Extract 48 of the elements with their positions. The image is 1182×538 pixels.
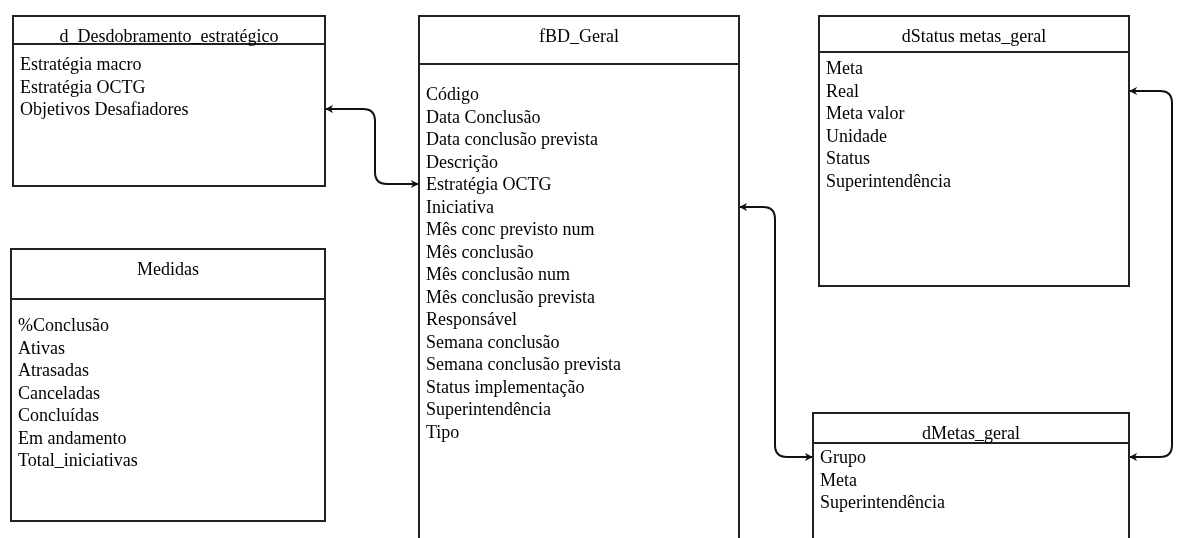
field-name: Semana conclusão prevista [426, 353, 621, 376]
field-name: Concluídas [18, 404, 99, 427]
field-name: Estratégia OCTG [20, 75, 146, 98]
field-name: Data Conclusão [426, 105, 541, 128]
field-name: Mês conclusão prevista [426, 285, 595, 308]
field-name: Estratégia macro [20, 53, 142, 76]
connector-arrow [1129, 87, 1173, 461]
connector-arrow [325, 105, 419, 188]
field-name: Superintendência [426, 398, 551, 421]
table-title: d_Desdobramento_estratégico [59, 25, 279, 48]
field-name: Superintendência [826, 169, 951, 192]
field-name: Status [826, 147, 870, 170]
field-name: Descrição [426, 150, 498, 173]
field-name: Código [426, 83, 479, 106]
field-name: Iniciativa [426, 195, 494, 218]
field-name: Canceladas [18, 381, 100, 404]
table-box [818, 15, 1130, 287]
field-name: Atrasadas [18, 359, 89, 382]
field-name: Mês conclusão num [426, 263, 570, 286]
field-name: Em andamento [18, 426, 127, 449]
field-name: Estratégia OCTG [426, 173, 552, 196]
table-title: dStatus metas_geral [901, 25, 1047, 48]
field-name: Real [826, 79, 859, 102]
field-name: Grupo [820, 446, 866, 469]
field-name: Total_iniciativas [18, 449, 138, 472]
field-name: %Conclusão [18, 314, 109, 337]
table-box [812, 412, 1130, 538]
field-name: Tipo [426, 420, 460, 443]
field-name: Superintendência [820, 491, 945, 514]
field-name: Mês conc previsto num [426, 218, 595, 241]
field-name: Mês conclusão [426, 240, 534, 263]
field-name: Data conclusão prevista [426, 128, 598, 151]
field-name: Meta [820, 468, 857, 491]
field-name: Responsável [426, 308, 517, 331]
field-name: Status implementação [426, 375, 585, 398]
field-name: Meta valor [826, 102, 905, 125]
field-name: Unidade [826, 124, 887, 147]
table-title: Medidas [137, 258, 199, 281]
field-name: Ativas [18, 336, 65, 359]
field-name: Meta [826, 57, 863, 80]
connector-arrow [739, 203, 813, 461]
table-box [12, 15, 326, 187]
field-name: Objetivos Desafiadores [20, 98, 189, 121]
table-title: dMetas_geral [922, 422, 1020, 445]
table-box [10, 248, 326, 522]
table-box [418, 15, 740, 538]
table-title: fBD_Geral [539, 25, 619, 48]
field-name: Semana conclusão [426, 330, 560, 353]
